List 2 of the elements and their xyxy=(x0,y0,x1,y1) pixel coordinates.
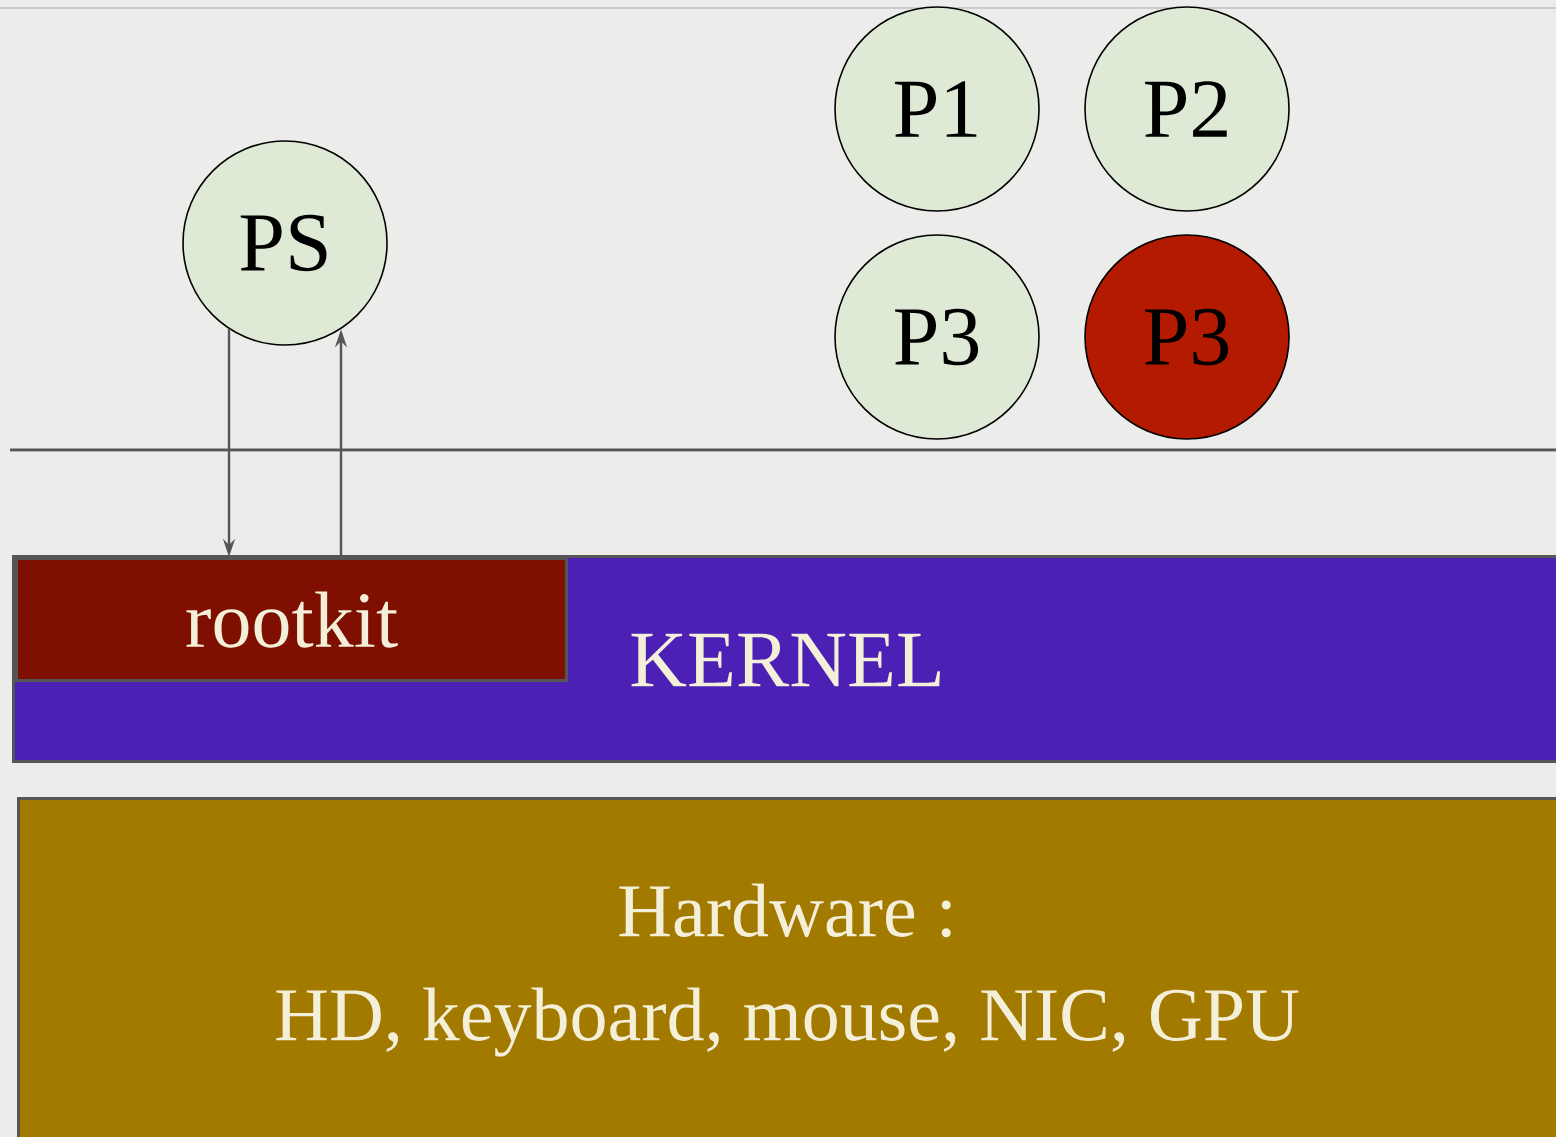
hardware-box: Hardware : HD, keyboard, mouse, NIC, GPU xyxy=(17,797,1556,1137)
rootkit-box: rootkit xyxy=(15,557,568,682)
